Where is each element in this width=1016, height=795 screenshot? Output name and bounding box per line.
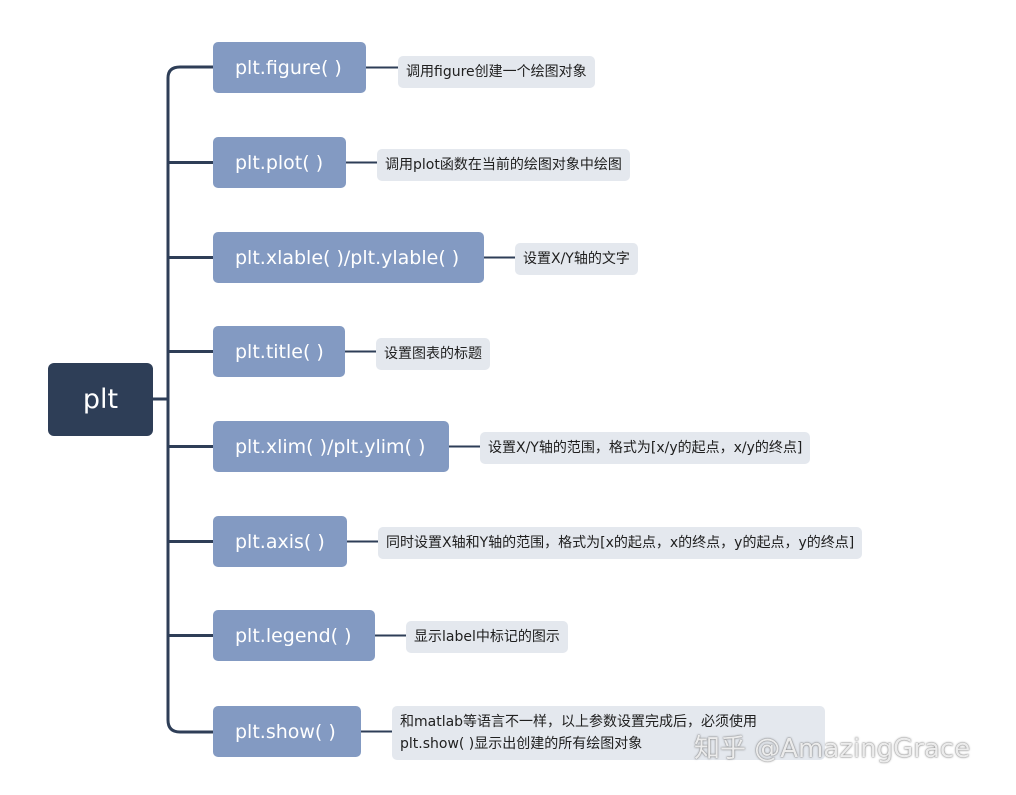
func-node-title: plt.title( ) [213,326,345,377]
desc-node-show: 和matlab等语言不一样，以上参数设置完成后，必须使用plt.show( )显… [392,706,825,760]
root-node-plt: plt [48,363,153,436]
desc-node-xlim-ylim: 设置X/Y轴的范围，格式为[x/y的起点，x/y的终点] [480,432,811,464]
desc-node-xlable-ylable: 设置X/Y轴的文字 [515,243,638,275]
desc-node-title: 设置图表的标题 [376,338,490,370]
desc-node-axis: 同时设置X轴和Y轴的范围，格式为[x的起点，x的终点，y的起点，y的终点] [378,527,863,559]
func-node-figure: plt.figure( ) [213,42,366,93]
desc-node-plot: 调用plot函数在当前的绘图对象中绘图 [377,149,630,181]
func-node-xlable-ylable: plt.xlable( )/plt.ylable( ) [213,232,484,283]
func-node-legend: plt.legend( ) [213,610,375,661]
trunk-connector [153,65,213,734]
func-node-axis: plt.axis( ) [213,516,347,567]
func-node-show: plt.show( ) [213,706,361,757]
desc-node-legend: 显示label中标记的图示 [406,621,568,653]
desc-node-figure: 调用figure创建一个绘图对象 [398,56,595,88]
watermark: 知乎 @AmazingGrace [694,734,971,764]
func-node-xlim-ylim: plt.xlim( )/plt.ylim( ) [213,421,449,472]
func-node-plot: plt.plot( ) [213,137,346,188]
